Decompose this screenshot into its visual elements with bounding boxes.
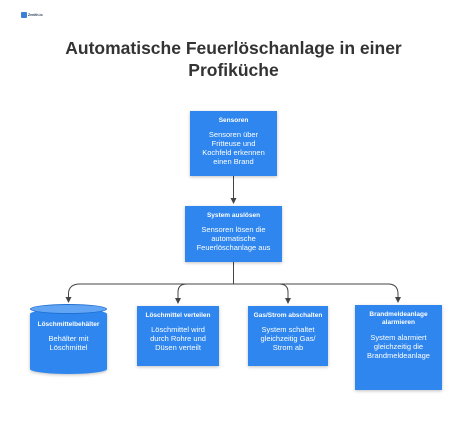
node-abschalten-title: Gas/Strom abschalten: [253, 312, 323, 319]
node-verteilen-text: Löschmittel wird durch Rohre und Düsen v…: [150, 325, 206, 352]
node-behaelter-text: Behälter mit Löschmittel: [48, 334, 89, 352]
node-brandmeldeanlage-alarmieren: Brandmeldeanlage alarmieren System alarm…: [355, 305, 442, 390]
edge-system-to-abschalten: [233, 283, 291, 304]
node-alarm-text: System alarmiert gleichzeitig die Brandm…: [367, 333, 430, 360]
logo-mark-icon: [21, 11, 27, 18]
node-sensoren: Sensoren Sensoren über Fritteuse und Koc…: [190, 111, 277, 176]
edge-system-to-behaelter: [65, 262, 234, 303]
node-loeschmittelbehaelter: [30, 309, 107, 374]
node-behaelter-title: Löschmittelbehälter: [37, 321, 100, 328]
node-system-ausloesen: System auslösen Sensoren lösen die autom…: [185, 206, 282, 262]
cylinder-top: [30, 304, 107, 314]
node-sensoren-text: Sensoren über Fritteuse und Kochfeld erk…: [202, 130, 265, 166]
node-behaelter-content: Löschmittelbehälter Behälter mit Löschmi…: [30, 321, 107, 352]
logo: Zenith.io: [21, 11, 43, 18]
diagram-title: Automatische Feuerlöschanlage in einer P…: [65, 38, 402, 80]
node-system-text: Sensoren lösen die automatische Feuerlös…: [196, 225, 271, 252]
node-abschalten-text: System schaltet gleichzeitig Gas/ Strom …: [260, 325, 316, 352]
node-alarm-title: Brandmeldeanlage alarmieren: [369, 311, 428, 326]
node-verteilen-title: Löschmittel verteilen: [145, 312, 211, 319]
edge-system-to-verteilen: [175, 283, 234, 304]
node-gas-strom-abschalten: Gas/Strom abschalten System schaltet gle…: [248, 306, 328, 366]
node-sensoren-title: Sensoren: [218, 117, 249, 124]
node-loeschmittel-verteilen: Löschmittel verteilen Löschmittel wird d…: [137, 306, 219, 366]
node-system-title: System auslösen: [206, 212, 261, 219]
edge-system-to-alarm: [233, 283, 401, 303]
logo-text: Zenith.io: [28, 12, 43, 17]
